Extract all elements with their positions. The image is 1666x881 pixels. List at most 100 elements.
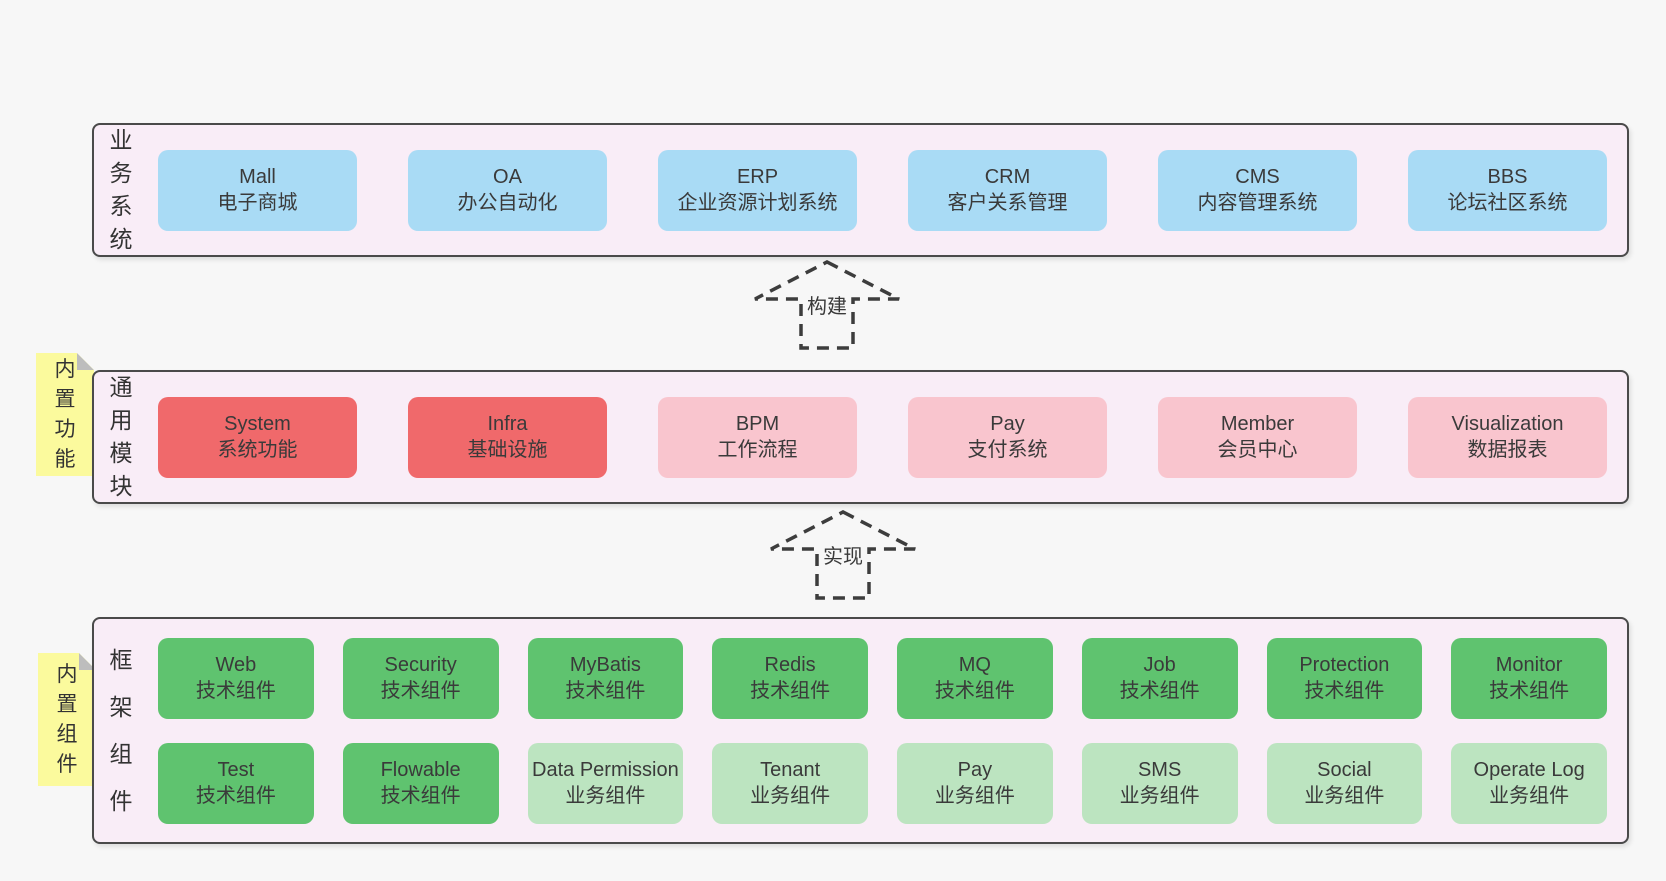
- box-area: System 系统功能 Infra 基础设施 BPM 工作流程 Pay 支付系统…: [158, 396, 1607, 478]
- layer-side-label: 通用模块: [109, 374, 133, 499]
- box-desc: 电子商城: [217, 192, 298, 214]
- box-name: CRM: [984, 166, 1031, 188]
- component-box-flowable: Flowable 技术组件: [342, 742, 499, 824]
- layer-side-label: 框架组件: [109, 646, 133, 814]
- box-row: Web 技术组件 Security 技术组件 MyBatis 技术组件 Redi…: [158, 637, 1607, 719]
- component-box-redis: Redis 技术组件: [712, 637, 868, 719]
- module-box-bpm: BPM 工作流程: [658, 396, 857, 478]
- box-name: Tenant: [760, 759, 821, 781]
- component-box-sms: SMS 业务组件: [1081, 742, 1238, 824]
- box-desc: 技术组件: [1489, 680, 1570, 702]
- arrow-label-implement: 实现: [819, 539, 867, 570]
- box-desc: 技术组件: [195, 680, 276, 702]
- box-desc: 业务组件: [1489, 785, 1570, 807]
- system-box-mall: Mall 电子商城: [158, 149, 357, 231]
- up-arrow-icon: [770, 510, 916, 600]
- box-desc: 业务组件: [1304, 785, 1385, 807]
- box-area: Mall 电子商城 OA 办公自动化 ERP 企业资源计划系统 CRM 客户关系…: [158, 149, 1607, 231]
- system-box-oa: OA 办公自动化: [408, 149, 607, 231]
- box-name: Web: [215, 654, 257, 676]
- component-box-test: Test 技术组件: [158, 742, 314, 824]
- box-name: Pay: [957, 759, 993, 781]
- box-row: Test 技术组件 Flowable 技术组件 Data Permission …: [158, 742, 1607, 824]
- box-name: BPM: [735, 413, 780, 435]
- box-name: Data Permission: [532, 759, 679, 781]
- layer-framework-components: 框架组件 Web 技术组件 Security 技术组件 MyBatis 技术组件…: [92, 617, 1629, 844]
- box-name: MQ: [958, 654, 991, 676]
- box-desc: 技术组件: [380, 785, 461, 807]
- box-desc: 技术组件: [934, 680, 1015, 702]
- system-box-crm: CRM 客户关系管理: [908, 149, 1107, 231]
- box-desc: 基础设施: [467, 439, 548, 461]
- box-name: Infra: [487, 413, 528, 435]
- module-box-visualization: Visualization 数据报表: [1408, 396, 1607, 478]
- box-desc: 会员中心: [1217, 439, 1298, 461]
- sticky-note-builtin-components: 内置组件: [38, 653, 96, 786]
- system-box-erp: ERP 企业资源计划系统: [658, 149, 857, 231]
- component-box-security: Security 技术组件: [342, 637, 499, 719]
- box-name: Member: [1220, 413, 1295, 435]
- sticky-note-builtin-features: 内置功能: [36, 353, 94, 476]
- box-name: Operate Log: [1473, 759, 1585, 781]
- component-box-social: Social 业务组件: [1266, 742, 1423, 824]
- dashed-up-arrow-build: 构建: [752, 259, 902, 353]
- component-box-monitor: Monitor 技术组件: [1451, 637, 1607, 719]
- box-row: Mall 电子商城 OA 办公自动化 ERP 企业资源计划系统 CRM 客户关系…: [158, 149, 1607, 231]
- arrow-label-build: 构建: [803, 289, 851, 320]
- box-desc: 业务组件: [934, 785, 1015, 807]
- box-name: OA: [493, 166, 522, 188]
- box-desc: 客户关系管理: [947, 192, 1068, 214]
- box-desc: 数据报表: [1467, 439, 1548, 461]
- box-desc: 业务组件: [1119, 785, 1200, 807]
- folded-corner-icon: [77, 353, 94, 370]
- box-name: Monitor: [1495, 654, 1563, 676]
- box-name: MyBatis: [569, 654, 641, 676]
- module-box-member: Member 会员中心: [1158, 396, 1357, 478]
- box-name: System: [224, 413, 291, 435]
- component-box-pay: Pay 业务组件: [897, 742, 1053, 824]
- component-box-mq: MQ 技术组件: [897, 637, 1053, 719]
- component-box-mybatis: MyBatis 技术组件: [527, 637, 684, 719]
- box-desc: 论坛社区系统: [1447, 192, 1568, 214]
- box-name: Security: [384, 654, 457, 676]
- box-desc: 技术组件: [380, 680, 461, 702]
- layer-side-label: 业务系统: [109, 127, 133, 252]
- box-desc: 业务组件: [750, 785, 831, 807]
- up-arrow-icon: [754, 260, 900, 350]
- box-name: Job: [1143, 654, 1176, 676]
- component-box-web: Web 技术组件: [158, 637, 314, 719]
- box-desc: 技术组件: [1304, 680, 1385, 702]
- box-name: Visualization: [1451, 413, 1564, 435]
- box-desc: 支付系统: [967, 439, 1048, 461]
- box-desc: 技术组件: [565, 680, 646, 702]
- box-name: Pay: [990, 413, 1025, 435]
- box-name: Flowable: [380, 759, 461, 781]
- component-box-data-permission: Data Permission 业务组件: [527, 742, 684, 824]
- box-area: Web 技术组件 Security 技术组件 MyBatis 技术组件 Redi…: [158, 637, 1607, 824]
- module-box-infra: Infra 基础设施: [408, 396, 607, 478]
- box-desc: 企业资源计划系统: [677, 192, 838, 214]
- component-box-protection: Protection 技术组件: [1266, 637, 1423, 719]
- dashed-up-arrow-implement: 实现: [768, 509, 918, 603]
- box-name: BBS: [1487, 166, 1528, 188]
- box-desc: 业务组件: [565, 785, 646, 807]
- box-name: ERP: [736, 166, 779, 188]
- layer-business-systems: 业务系统 Mall 电子商城 OA 办公自动化 ERP 企业资源计划系统 CRM…: [92, 123, 1629, 257]
- sticky-note-text: 内置组件: [56, 662, 78, 776]
- module-box-pay: Pay 支付系统: [908, 396, 1107, 478]
- sticky-note-text: 内置功能: [54, 357, 76, 471]
- box-name: Redis: [764, 654, 816, 676]
- system-box-bbs: BBS 论坛社区系统: [1408, 149, 1607, 231]
- layer-common-modules: 通用模块 System 系统功能 Infra 基础设施 BPM 工作流程 Pay…: [92, 370, 1629, 504]
- module-box-system: System 系统功能: [158, 396, 357, 478]
- box-desc: 系统功能: [217, 439, 298, 461]
- box-name: Social: [1317, 759, 1372, 781]
- box-desc: 工作流程: [717, 439, 798, 461]
- box-name: SMS: [1137, 759, 1182, 781]
- box-row: System 系统功能 Infra 基础设施 BPM 工作流程 Pay 支付系统…: [158, 396, 1607, 478]
- box-desc: 办公自动化: [457, 192, 558, 214]
- box-desc: 技术组件: [195, 785, 276, 807]
- box-name: Mall: [239, 166, 276, 188]
- component-box-operate-log: Operate Log 业务组件: [1451, 742, 1607, 824]
- box-desc: 技术组件: [1119, 680, 1200, 702]
